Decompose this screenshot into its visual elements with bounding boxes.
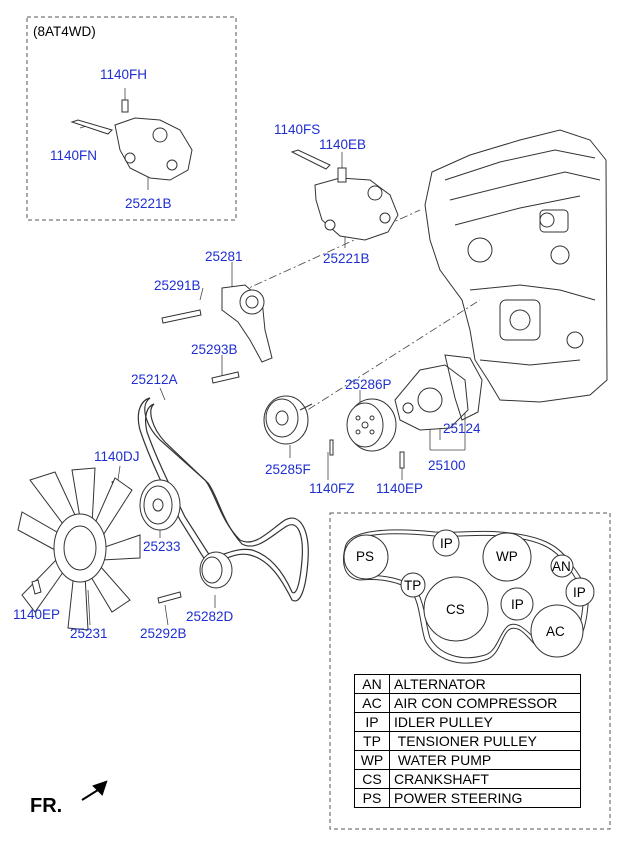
legend-row: TP TENSIONER PULLEY	[354, 731, 581, 751]
fan-25231	[17, 467, 141, 631]
part-label-1140EB[interactable]: 1140EB	[319, 137, 367, 152]
part-label-25282D[interactable]: 25282D	[186, 609, 234, 624]
front-direction-label: FR.	[30, 795, 63, 817]
part-label-25100[interactable]: 25100	[428, 458, 466, 473]
legend-abbr: WP	[354, 750, 390, 770]
tensioner-25281	[161, 284, 273, 384]
part-label-25293B[interactable]: 25293B	[191, 342, 238, 357]
idler-25282D	[157, 551, 233, 604]
legend-name: ALTERNATOR	[389, 674, 581, 694]
part-label-25231[interactable]: 25231	[70, 626, 108, 641]
part-label-1140EP-pump[interactable]: 1140EP	[376, 481, 424, 496]
part-label-25286P[interactable]: 25286P	[345, 377, 392, 392]
pulley-ip3	[565, 577, 595, 607]
routing-label-ac: AC	[546, 624, 565, 639]
part-label-1140FH[interactable]: 1140FH	[100, 67, 148, 82]
part-label-25233[interactable]: 25233	[143, 539, 181, 554]
part-label-25291B[interactable]: 25291B	[154, 278, 201, 293]
pulley-wp	[482, 532, 532, 582]
routing-label-an: AN	[552, 559, 571, 574]
belt-routing-box	[329, 512, 611, 830]
legend-name: WATER PUMP	[389, 750, 581, 770]
part-label-25292B[interactable]: 25292B	[140, 626, 187, 641]
routing-label-ps: PS	[356, 549, 375, 564]
pulley-cs	[423, 576, 489, 642]
legend-name: IDLER PULLEY	[389, 712, 581, 732]
fan-clutch-25233	[111, 479, 181, 531]
pulley-ip2	[500, 587, 534, 621]
pulley-25285F	[263, 395, 313, 445]
variant-box	[26, 16, 237, 221]
part-label-1140DJ[interactable]: 1140DJ	[94, 449, 140, 464]
engine-block-drawing	[424, 129, 608, 403]
routing-label-ip3: IP	[573, 585, 586, 600]
legend-abbr: PS	[354, 788, 390, 808]
pulley-ps	[343, 534, 389, 580]
part-label-25285F[interactable]: 25285F	[265, 462, 311, 477]
legend-name: CRANKSHAFT	[389, 769, 581, 789]
legend-abbr: IP	[354, 712, 390, 732]
part-label-1140EP-fan[interactable]: 1140EP	[13, 607, 61, 622]
legend-name: AIR CON COMPRESSOR	[389, 693, 581, 713]
part-label-25124[interactable]: 25124	[443, 421, 481, 436]
legend-name: TENSIONER PULLEY	[389, 731, 581, 751]
variant-label: (8AT4WD)	[33, 24, 96, 39]
part-label-25221B[interactable]: 25221B	[323, 251, 370, 266]
routing-label-wp: WP	[496, 549, 518, 564]
legend-row: WP WATER PUMP	[354, 750, 581, 770]
pulley-ip1	[432, 529, 460, 557]
legend-abbr: AC	[354, 693, 390, 713]
routing-label-tp: TP	[404, 578, 422, 593]
belt-routing-pulleys	[343, 529, 595, 658]
bracket-25221B-variant	[70, 99, 193, 181]
pulley-an	[550, 554, 574, 578]
water-pump-25100	[329, 354, 483, 469]
pulley-tp	[400, 572, 426, 598]
legend-abbr: TP	[354, 731, 390, 751]
routing-label-ip1: IP	[440, 536, 453, 551]
legend-abbr: AN	[354, 674, 390, 694]
part-label-25212A[interactable]: 25212A	[131, 372, 178, 387]
routing-label-cs: CS	[446, 602, 465, 617]
pulley-25286P	[346, 398, 397, 452]
part-label-25281[interactable]: 25281	[205, 249, 243, 264]
legend-name: POWER STEERING	[389, 788, 581, 808]
legend-abbr: CS	[354, 769, 390, 789]
part-label-1140FS[interactable]: 1140FS	[274, 122, 321, 137]
bracket-25221B	[290, 149, 399, 241]
routing-label-ip2: IP	[511, 597, 524, 612]
pulley-ac	[530, 604, 584, 658]
part-label-1140FZ[interactable]: 1140FZ	[309, 481, 355, 496]
part-label-25221B-variant[interactable]: 25221B	[125, 196, 172, 211]
belt-25212A	[137, 397, 309, 602]
part-label-1140FN[interactable]: 1140FN	[50, 148, 98, 163]
front-arrow-icon	[81, 780, 108, 801]
